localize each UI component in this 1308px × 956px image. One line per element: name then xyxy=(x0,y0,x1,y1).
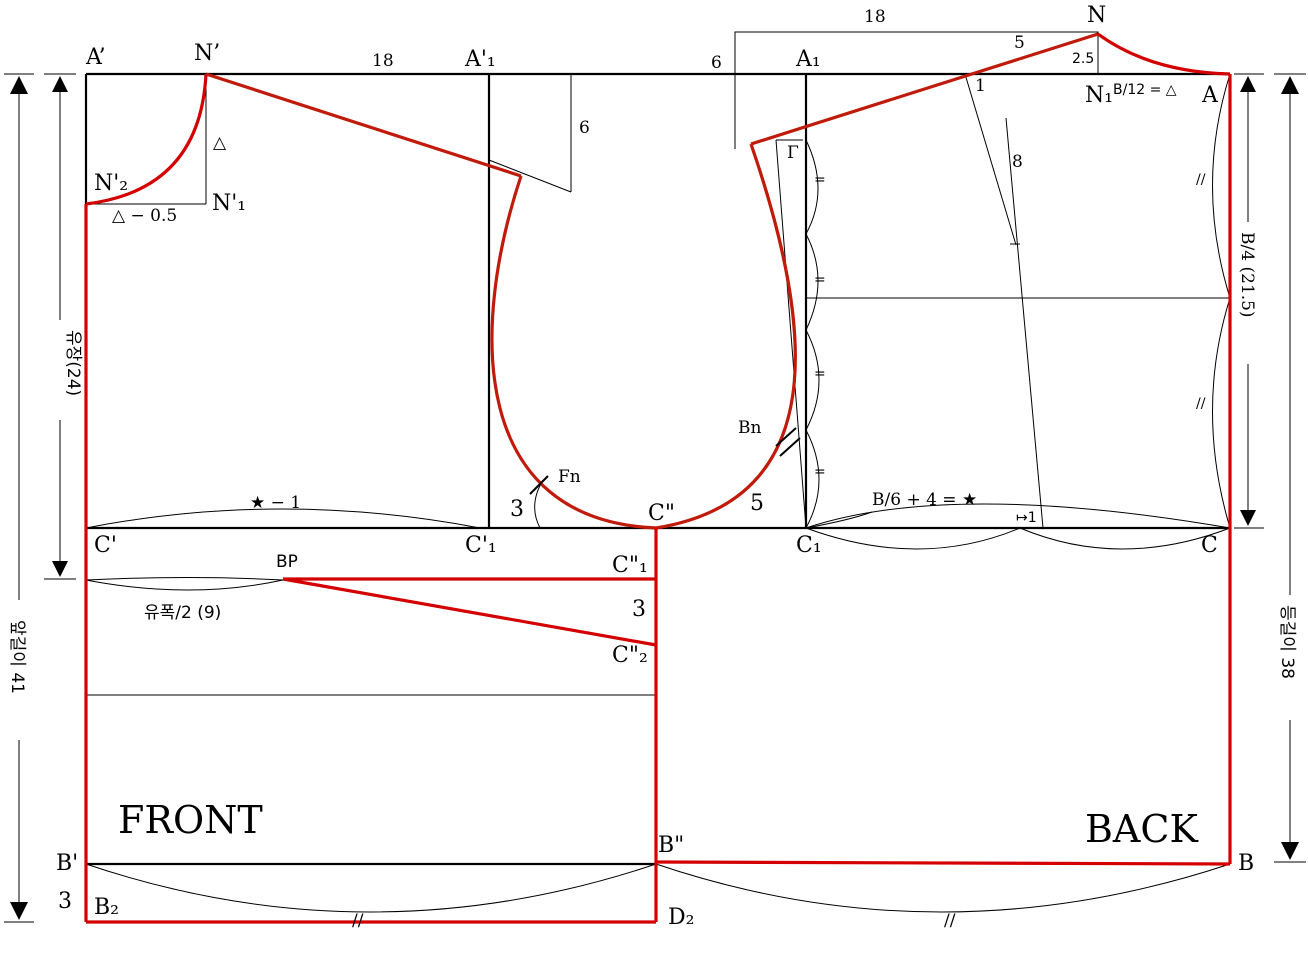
back-armhole-scallops xyxy=(85,73,1231,913)
meas-front-neck-w: 18 xyxy=(372,51,394,71)
label-B-prime: B' xyxy=(56,851,78,876)
meas-dart-3: 3 xyxy=(632,597,646,622)
label-triangle: △ xyxy=(213,133,227,153)
meas-back-5: 5 xyxy=(1014,33,1025,53)
label-B12: B/12 = △ xyxy=(1113,82,1177,98)
label-bust-half: 유폭/2 (9) xyxy=(144,603,221,623)
meas-back-1: 1 xyxy=(975,76,986,96)
label-b6-star: B/6 + 4 = ★ xyxy=(872,490,977,510)
dimension-labels: 앞길이 41 유장(24) B/4 (21.5) 등길이 38 xyxy=(7,232,1297,694)
label-A: A xyxy=(1201,83,1219,108)
svg-text:=: = xyxy=(814,272,826,288)
label-Bn: Bn xyxy=(738,418,761,438)
label-N-prime-2: N'₂ xyxy=(94,171,128,196)
meas-back-8: 8 xyxy=(1012,152,1023,172)
dim-back-length: 등길이 38 xyxy=(1277,605,1297,679)
point-labels: A’ N’ A'₁ N'₂ N'₁ △ △ − 0.5 A₁ N N₁ A B/… xyxy=(56,3,1254,931)
dim-armhole-depth: B/4 (21.5) xyxy=(1237,232,1257,318)
label-N1: N₁ xyxy=(1085,83,1113,108)
label-B-dbl: B" xyxy=(658,833,684,858)
label-C-dbl-2: C"₂ xyxy=(612,643,648,668)
label-front: FRONT xyxy=(118,798,263,842)
label-mark-1: ↦1 xyxy=(1016,510,1037,526)
meas-hem-3: 3 xyxy=(58,889,72,914)
scallop-ticks: // // = = = = xyxy=(814,172,1206,480)
dim-bust-length: 유장(24) xyxy=(63,330,83,396)
pattern-outline xyxy=(84,32,1232,924)
label-B2: B₂ xyxy=(94,895,119,920)
label-C-prime: C' xyxy=(94,533,117,558)
svg-text:=: = xyxy=(814,464,826,480)
label-N-prime-1: N'₁ xyxy=(212,191,246,216)
label-triangle-minus: △ − 0.5 xyxy=(112,206,177,226)
label-back: BACK xyxy=(1085,807,1198,851)
notch-marks xyxy=(529,427,801,495)
label-B: B xyxy=(1238,851,1254,876)
label-C: C xyxy=(1201,533,1218,558)
svg-text://: // xyxy=(1196,396,1206,412)
dimension-arrows xyxy=(4,73,1306,923)
dim-front-length: 앞길이 41 xyxy=(7,620,27,694)
meas-armhole-front-3: 3 xyxy=(510,497,524,522)
meas-back-2-5: 2.5 xyxy=(1072,51,1094,67)
label-N-prime: N’ xyxy=(194,41,220,66)
label-gamma: Γ xyxy=(787,143,799,163)
label-Fn: Fn xyxy=(558,467,581,487)
label-A1: A₁ xyxy=(795,47,821,72)
meas-armhole-back-5: 5 xyxy=(750,491,764,516)
meas-back-shoulder-6: 6 xyxy=(711,53,722,73)
framework-lines xyxy=(84,31,1230,866)
label-star-minus-1: ★ − 1 xyxy=(250,493,301,513)
hem-tick-back: // xyxy=(944,911,956,931)
measurement-labels: 18 6 6 18 5 2.5 1 8 3 5 3 3 xyxy=(58,7,1094,914)
label-BP: BP xyxy=(276,552,298,572)
label-N: N xyxy=(1087,3,1106,28)
label-C1: C₁ xyxy=(796,533,822,558)
label-C-prime-1: C'₁ xyxy=(465,533,497,558)
svg-text://: // xyxy=(1196,172,1206,188)
label-C-dbl: C" xyxy=(648,501,675,526)
meas-front-shoulder-6: 6 xyxy=(579,118,590,138)
svg-text:=: = xyxy=(814,172,826,188)
meas-back-top-18: 18 xyxy=(864,7,886,27)
label-A-prime-1: A'₁ xyxy=(464,47,496,72)
hem-tick-front: // xyxy=(352,911,364,931)
label-C-dbl-1: C"₁ xyxy=(612,553,648,578)
label-D2: D₂ xyxy=(668,905,694,930)
svg-text:=: = xyxy=(814,366,826,382)
label-A-prime: A’ xyxy=(85,45,106,70)
